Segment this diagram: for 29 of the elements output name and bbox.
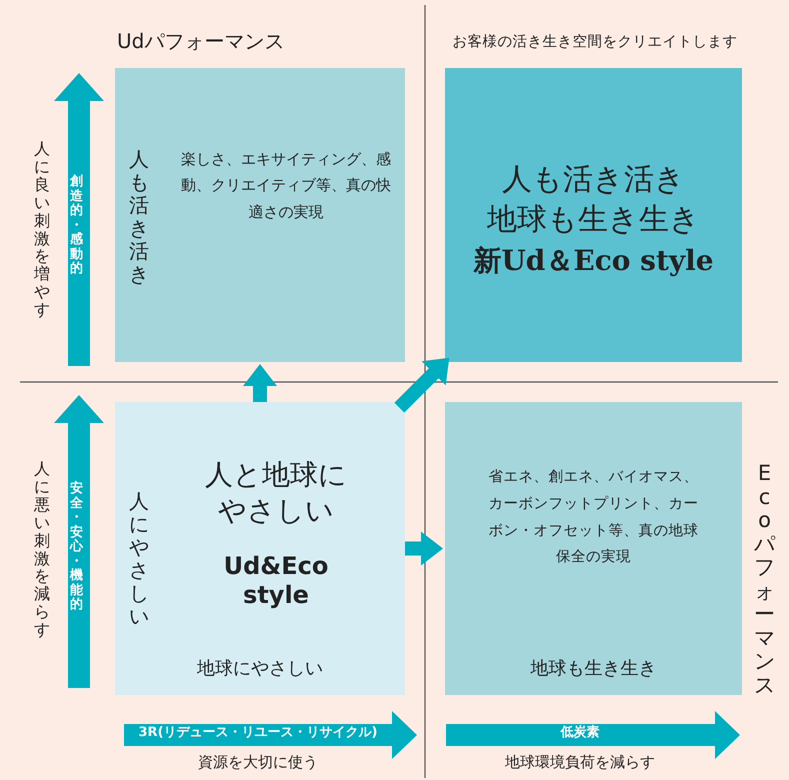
arrow-label: 3R(リデュース・リユース・リサイクル): [138, 726, 378, 741]
heading: 人と地球にやさしい: [204, 457, 348, 530]
quadrant-box: [115, 68, 405, 362]
quadrant-box: [445, 68, 742, 362]
block-arrow: [394, 358, 450, 413]
arrow-label: 創造的・感動的: [70, 175, 83, 277]
tagline: お客様の活き生き空間をクリエイトします: [452, 34, 738, 51]
body-text: 省エネ、創エネ、バイオマス、カーボンフットプリント、カーボン・オフセット等、真の地球保全の実現: [488, 468, 700, 568]
style-title: Ud&Eco style: [222, 552, 330, 610]
axis-title: Udパフォーマンス: [117, 30, 284, 53]
vertical-heading: 人も活き活き: [129, 148, 149, 286]
style-title: 新Ud＆Eco style: [472, 244, 715, 278]
axis-label: 地球環境負荷を減らす: [504, 754, 656, 772]
heading: 地球も生き生き: [486, 201, 701, 239]
axis-label: 人に悪い刺激を減らす: [34, 460, 50, 640]
axis-label: 人に良い刺激を増やす: [34, 140, 50, 320]
quadrant-box: [445, 402, 742, 695]
axis-label: 資源を大切に使う: [197, 754, 319, 772]
vertical-heading: 人にやさしい: [129, 490, 149, 628]
body-text: 楽しさ、エキサイティング、感動、クリエイティブ等、真の快適さの実現: [180, 149, 392, 222]
axis-title: Ecoパフォーマンス: [754, 462, 775, 698]
block-arrow: [243, 364, 277, 402]
arrow-label: 低炭素: [559, 726, 600, 741]
bottom-caption: 地球も生き生き: [530, 658, 658, 680]
block-arrow: [405, 532, 443, 566]
heading: 人も活き活き: [501, 161, 686, 199]
bottom-caption: 地球にやさしい: [196, 658, 324, 680]
arrow-label: 安全・安心・機能的: [70, 482, 83, 613]
quadrant-box: [115, 402, 405, 695]
